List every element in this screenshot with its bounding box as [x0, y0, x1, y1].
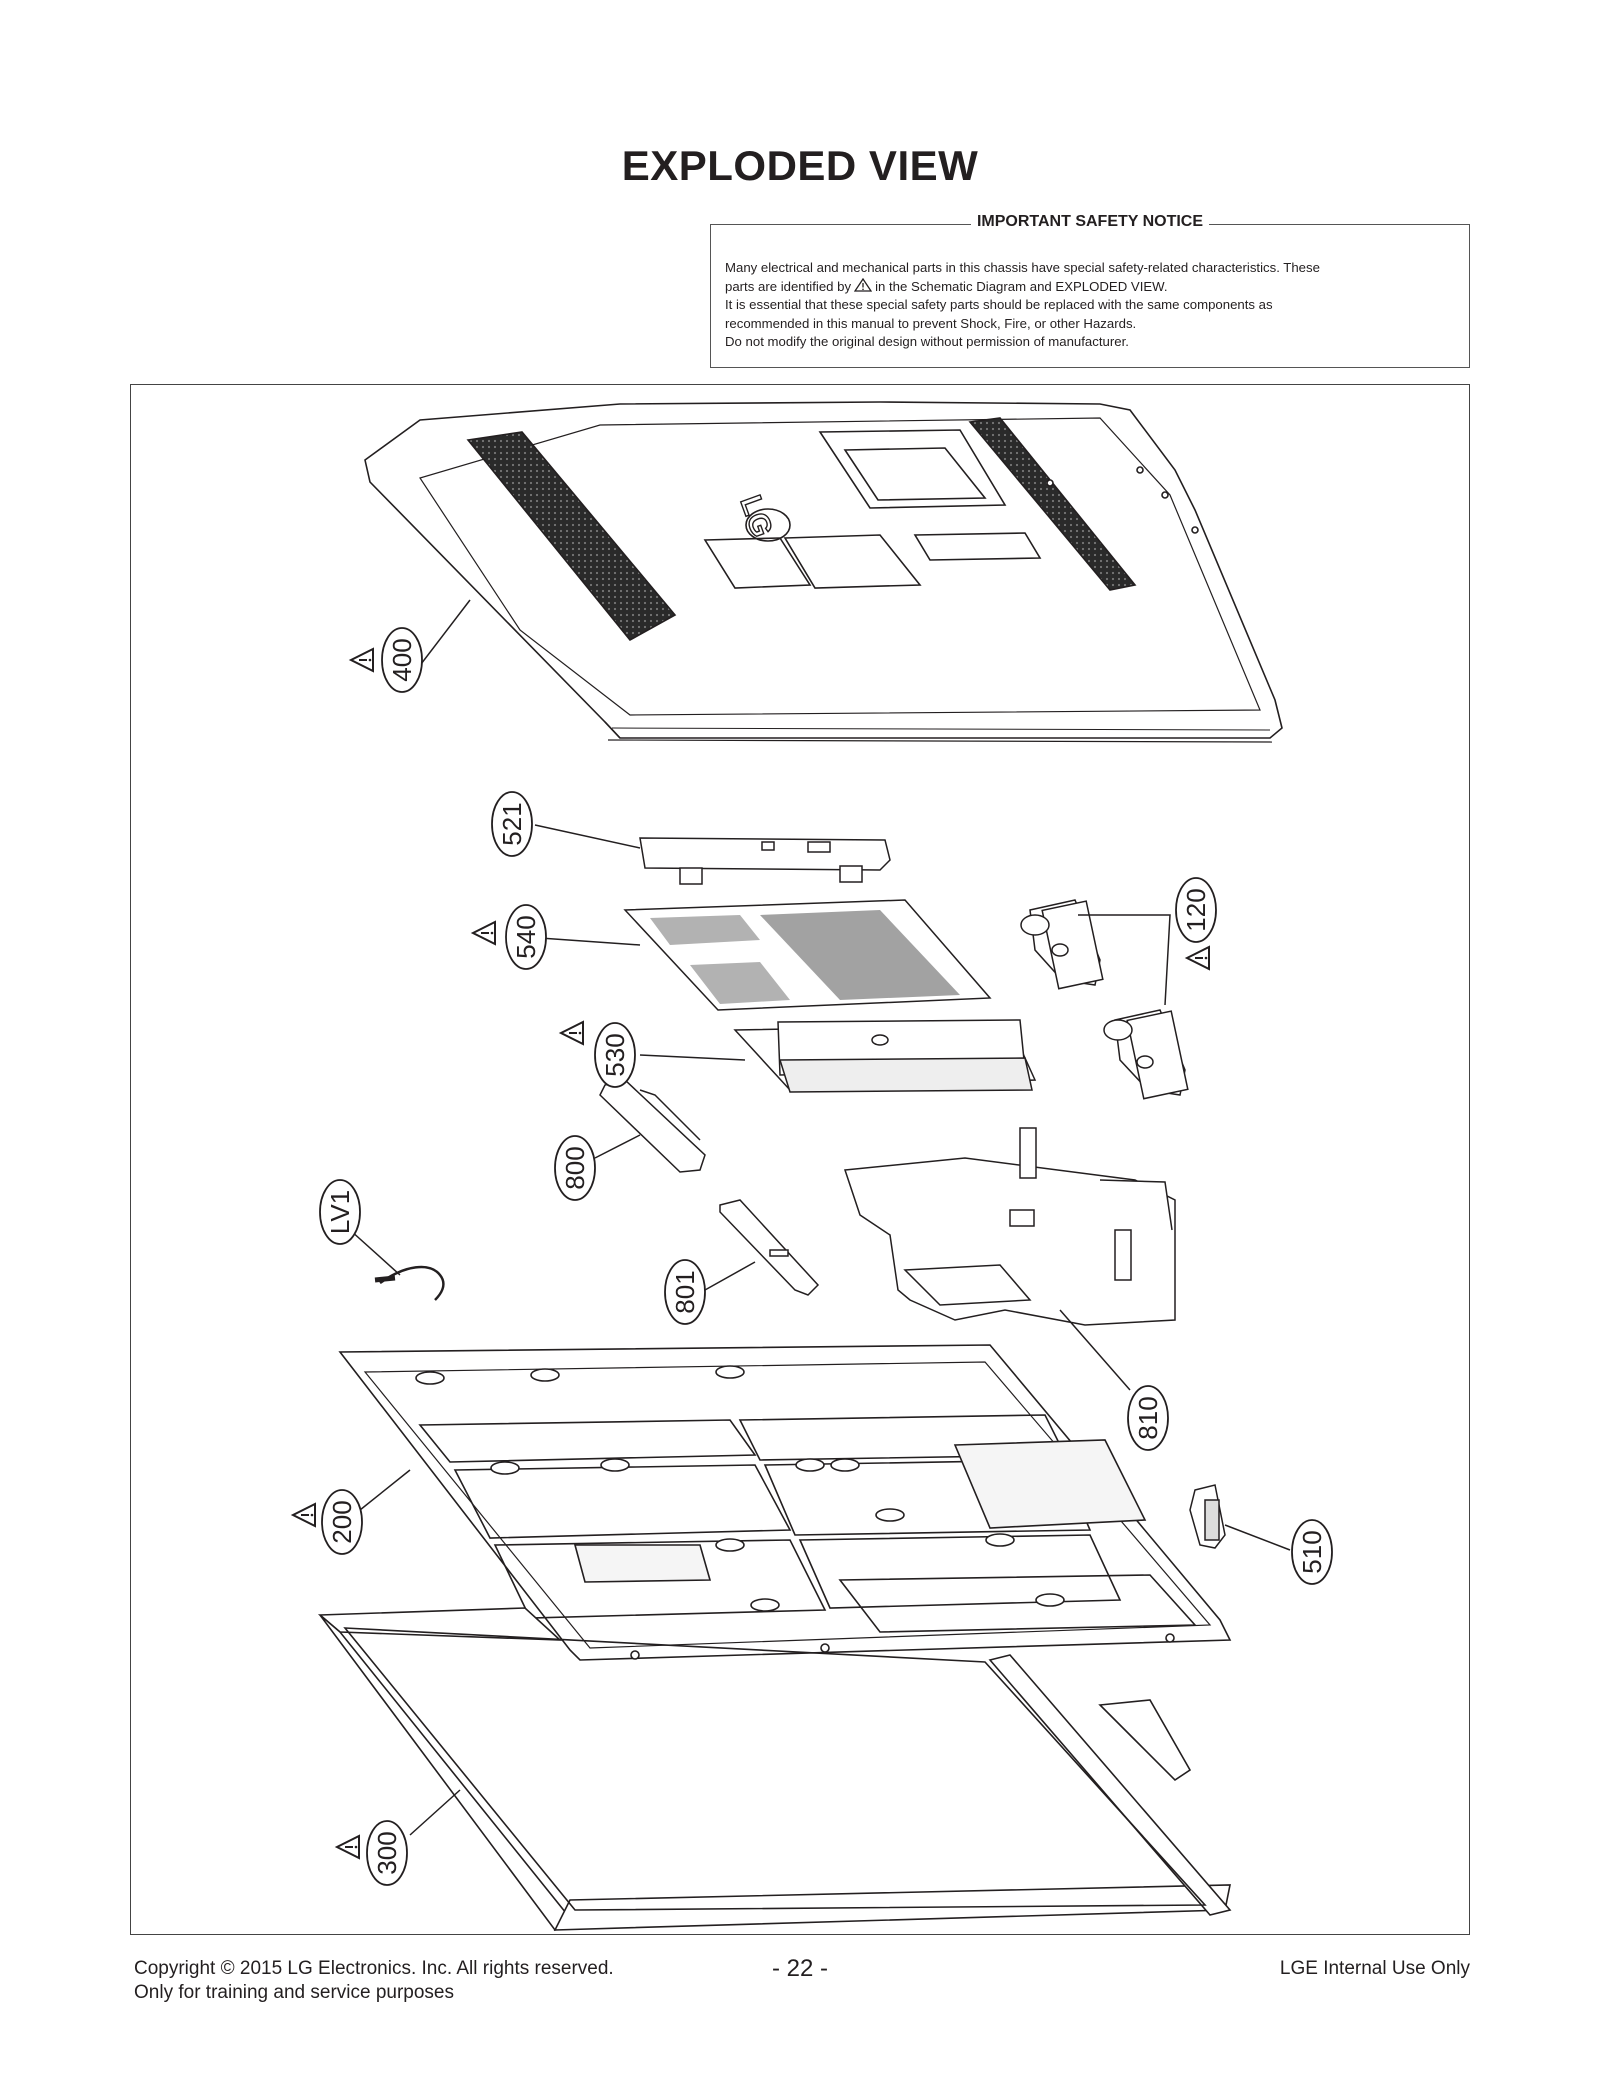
lcd-module-200-part — [338, 1344, 1232, 1661]
back-cover-part: LG — [364, 401, 1283, 743]
callout-label: 120 — [1181, 888, 1211, 931]
bracket-801-part — [719, 1199, 820, 1296]
page-number: - 22 - — [771, 1955, 828, 1982]
copyright-text: Copyright © 2015 LG Electronics. Inc. Al… — [134, 1958, 614, 1979]
main-board-540-part — [623, 899, 992, 1011]
callout-label: 800 — [560, 1146, 590, 1189]
footer-copyright-block: Copyright © 2015 LG Electronics. Inc. Al… — [134, 1957, 614, 2005]
notice-text: in the Schematic Diagram and EXPLODED VI… — [875, 278, 1168, 294]
notice-line: recommended in this manual to prevent Sh… — [725, 315, 1137, 331]
notice-line: Do not modify the original design withou… — [725, 334, 1129, 349]
callout-label: 521 — [497, 802, 527, 845]
part-510 — [1189, 1484, 1226, 1549]
callout-label: 810 — [1133, 1396, 1163, 1439]
callout-800: 800 — [554, 1135, 596, 1201]
callout-510: 510 — [1291, 1519, 1333, 1585]
callout-label: 400 — [387, 638, 417, 681]
page-title: EXPLODED VIEW — [621, 142, 979, 189]
callout-540: 540 — [505, 904, 547, 970]
bracket-800-part — [599, 1079, 706, 1173]
safety-notice-heading: IMPORTANT SAFETY NOTICE — [970, 213, 1210, 230]
callout-LV1: LV1 — [319, 1179, 361, 1245]
callout-label: LV1 — [325, 1190, 355, 1234]
callout-label: 540 — [511, 915, 541, 958]
warning-triangle-icon — [854, 277, 873, 292]
internal-use-label: LGE Internal Use Only — [1279, 1958, 1470, 1979]
callout-label: 200 — [327, 1500, 357, 1543]
callout-label: 300 — [372, 1831, 402, 1874]
notice-line: It is essential that these special safet… — [725, 297, 1273, 312]
front-bezel-300-part — [317, 1607, 1232, 1932]
callout-label: 510 — [1297, 1530, 1327, 1573]
callout-400: 400 — [381, 627, 423, 693]
cable-lv1-part — [374, 1265, 445, 1301]
callout-300: 300 — [366, 1820, 408, 1886]
bracket-521-part — [639, 837, 891, 885]
callout-label: 801 — [670, 1270, 700, 1313]
warning-triangle-icon — [1186, 946, 1210, 970]
power-board-530-part — [733, 1019, 1037, 1093]
callout-label: 530 — [600, 1033, 630, 1076]
main-bracket-810-part — [843, 1127, 1176, 1326]
callout-521: 521 — [491, 791, 533, 857]
diagram-frame — [130, 384, 1470, 1935]
safety-notice-body: Many electrical and mechanical parts in … — [725, 259, 1455, 352]
callout-801: 801 — [664, 1259, 706, 1325]
callout-530: 530 — [594, 1022, 636, 1088]
safety-notice-box: IMPORTANT SAFETY NOTICE Many electrical … — [710, 213, 1470, 368]
speaker-120-part — [1020, 899, 1189, 1100]
purpose-text: Only for training and service purposes — [134, 1982, 454, 2003]
warning-triangle-icon — [292, 1503, 316, 1527]
notice-line: parts are identified by in the Schematic … — [725, 277, 1455, 297]
callout-200: 200 — [321, 1489, 363, 1555]
warning-triangle-icon — [472, 921, 496, 945]
notice-text: parts are identified by — [725, 278, 852, 294]
notice-line: Many electrical and mechanical parts in … — [725, 260, 1320, 275]
callout-120: 120 — [1175, 877, 1217, 943]
callout-810: 810 — [1127, 1385, 1169, 1451]
warning-triangle-icon — [560, 1021, 584, 1045]
warning-triangle-icon — [350, 648, 374, 672]
warning-triangle-icon — [336, 1835, 360, 1859]
